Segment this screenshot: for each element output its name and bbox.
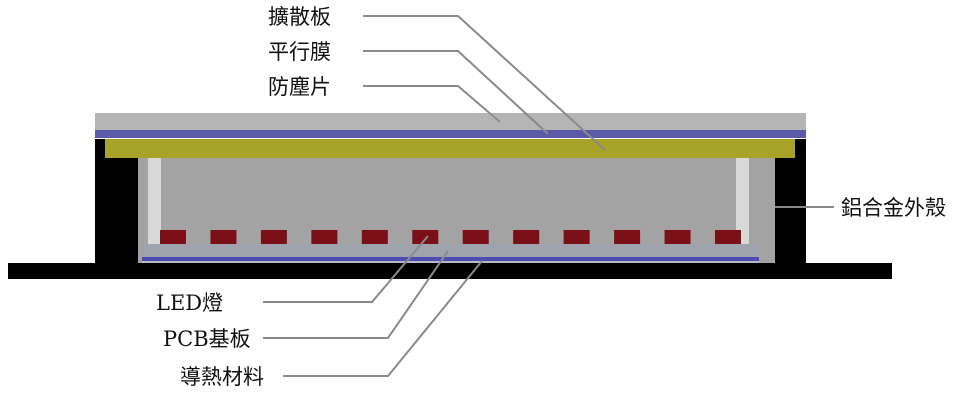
- brightness-film-strip: [95, 130, 806, 138]
- label-aluminum-housing: 鋁合金外殼: [841, 196, 946, 220]
- led-array: [160, 230, 741, 244]
- leader-line-brightness-film: [363, 50, 549, 135]
- led-chip: [160, 230, 186, 244]
- led-chip: [563, 230, 590, 244]
- leader-line-dust-film: [363, 85, 501, 123]
- right-side-reflector: [736, 158, 749, 244]
- label-brightness-film: 平行膜: [268, 40, 331, 64]
- dust-film-layer: [105, 139, 795, 158]
- thermal-layer: [142, 257, 759, 261]
- left-side-reflector: [148, 158, 161, 244]
- thermal-underlayer: [142, 261, 759, 263]
- label-diffuser: 擴散板: [268, 5, 331, 29]
- pcb-board: [142, 244, 759, 257]
- led-chip: [311, 230, 338, 244]
- led-chip: [412, 230, 439, 244]
- label-led: LED燈: [156, 291, 223, 315]
- label-thermal: 導熱材料: [180, 365, 264, 389]
- diffuser-plate: [95, 113, 806, 130]
- label-pcb: PCB基板: [163, 327, 251, 351]
- led-chip: [715, 230, 741, 244]
- led-chip: [614, 230, 641, 244]
- leader-line-led: [263, 235, 429, 303]
- led-chip: [664, 230, 691, 244]
- aluminum-housing: [8, 139, 892, 279]
- leader-line-pcb: [263, 250, 449, 339]
- label-dust-film: 防塵片: [268, 75, 331, 99]
- led-chip: [462, 230, 489, 244]
- leader-line-diffuser: [363, 15, 606, 151]
- leader-line-thermal: [283, 260, 483, 377]
- led-chip: [361, 230, 388, 244]
- led-chip: [513, 230, 540, 244]
- led-chip: [210, 230, 237, 244]
- led-chip: [260, 230, 287, 244]
